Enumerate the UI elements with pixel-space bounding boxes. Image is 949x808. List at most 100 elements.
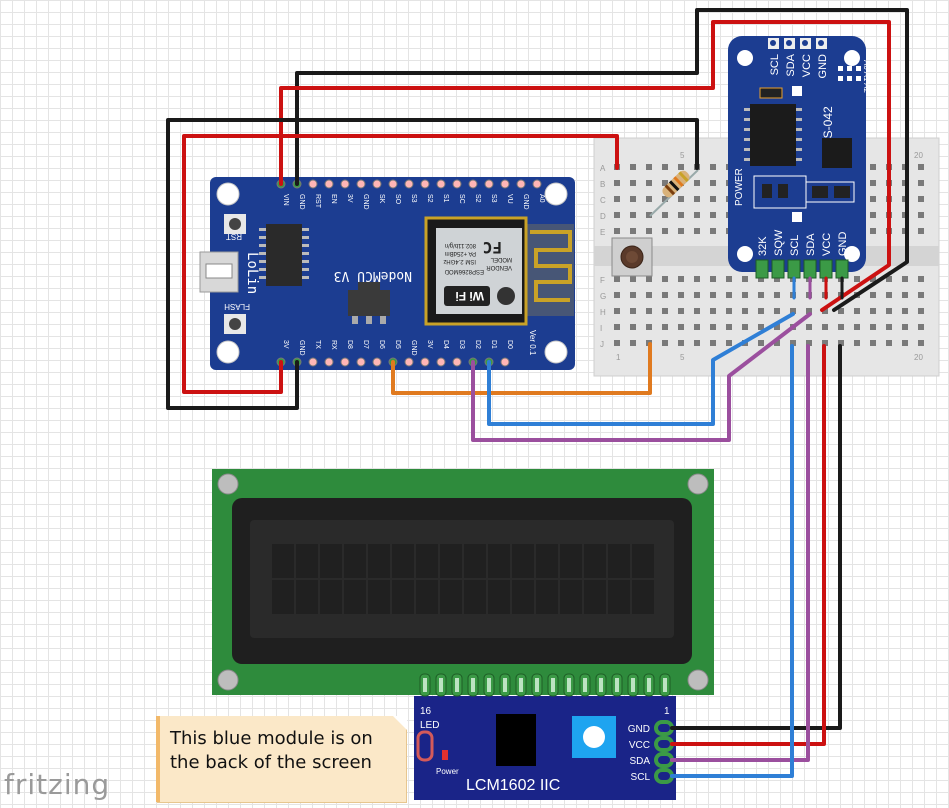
breadboard-hole: [870, 308, 876, 314]
nodemcu-bottom-pin-label: D2: [474, 340, 481, 349]
lcd-char-cell: [440, 544, 462, 578]
breadboard-hole: [758, 324, 764, 330]
breadboard-hole: [742, 292, 748, 298]
nodemcu-top-pin: [436, 179, 446, 189]
module-fc-label: FC: [483, 238, 502, 257]
breadboard-row-I: I: [600, 324, 602, 333]
nodemcu-bottom-pin-label: D4: [442, 340, 449, 349]
breadboard-hole: [678, 228, 684, 234]
i2c-module: 16 1 LED Power LCM1602 IIC GND VCC SDA S…: [414, 673, 676, 800]
nodemcu-bottom-pin-label: D8: [346, 340, 353, 349]
rtc-pin-sqw: SQW: [773, 229, 785, 256]
breadboard-row-H: H: [600, 308, 606, 317]
wifi-label: Wi Fi: [455, 289, 484, 303]
module-model-word: MODEL: [490, 256, 512, 262]
module-std: 802.11b/g/n: [445, 242, 476, 248]
nodemcu-top-pin-label: 3V: [346, 194, 353, 203]
i2c-pin1-label: 1: [664, 706, 670, 717]
header-pin-shine: [535, 678, 539, 692]
breadboard-hole: [918, 212, 924, 218]
brand-label: LoLin: [244, 252, 260, 294]
breadboard-hole: [806, 340, 812, 346]
rtc-top-pin-scl: SCL: [769, 54, 781, 75]
nodemcu-top-pin-label: EN: [330, 194, 337, 204]
breadboard-col-1: 1: [616, 353, 621, 362]
breadboard-hole: [870, 324, 876, 330]
breadboard-hole: [742, 308, 748, 314]
nodemcu-top-pin: [404, 179, 414, 189]
breadboard-hole: [870, 276, 876, 282]
breadboard-hole: [886, 340, 892, 346]
wire-vin-top: [279, 20, 891, 312]
nodemcu-bottom-pin-label: D7: [362, 340, 369, 349]
breadboard-hole: [646, 164, 652, 170]
breadboard-hole: [694, 196, 700, 202]
header-pin-shine: [519, 678, 523, 692]
breadboard-hole: [758, 308, 764, 314]
nodemcu-bottom-pin-label: TX: [314, 340, 321, 349]
module-vendor: VENDOR: [486, 264, 512, 270]
header-pin-shine: [455, 678, 459, 692]
breadboard-hole: [726, 340, 732, 346]
header-pin-shine: [423, 678, 427, 692]
lcd-char-cell: [632, 544, 654, 578]
lcd-char-cell: [320, 580, 342, 614]
i2c-led-label: LED: [420, 720, 439, 731]
nodemcu-bottom-pin: [404, 357, 414, 367]
nodemcu-top-pin-label: SO: [394, 194, 401, 205]
breadboard-hole: [870, 180, 876, 186]
nodemcu-top-pin: [356, 179, 366, 189]
wire-3v-left: [182, 134, 619, 394]
nodemcu-top-pin: [372, 179, 382, 189]
lcd-char-cell: [512, 580, 534, 614]
lcd-char-cell: [536, 580, 558, 614]
breadboard-hole: [678, 308, 684, 314]
breadboard-hole: [838, 308, 844, 314]
breadboard-row-A: A: [600, 164, 606, 173]
module-pa: PA +25dBm: [445, 250, 476, 256]
wire-lcd-sda: [670, 344, 810, 762]
nodemcu-bottom-pin: [372, 357, 382, 367]
header-pin-shine: [647, 678, 651, 692]
breadboard-hole: [758, 340, 764, 346]
breadboard-hole: [902, 340, 908, 346]
breadboard-hole: [630, 324, 636, 330]
breadboard-hole: [662, 292, 668, 298]
lcd-char-cell: [560, 580, 582, 614]
nodemcu-top-pin-label: VU: [506, 194, 513, 204]
i2c-pin-sda: SDA: [629, 756, 650, 767]
rtc-module: SCL SDA VCC GND A0 A1 A2 ZS-042 POWER 32…: [728, 36, 871, 279]
breadboard-hole: [918, 292, 924, 298]
led-jumper-icon: [416, 730, 434, 762]
lcd-char-cell: [344, 580, 366, 614]
lcd-char-cell: [488, 544, 510, 578]
module-model: ESP8266MOD: [444, 268, 484, 274]
breadboard-col-20-top: 20: [914, 151, 923, 160]
breadboard-hole: [646, 180, 652, 186]
breadboard-col-5-top: 5: [680, 151, 685, 160]
lcd-char-cell: [344, 544, 366, 578]
breadboard-hole: [694, 228, 700, 234]
breadboard-hole: [662, 196, 668, 202]
breadboard-hole: [694, 212, 700, 218]
lcd-char-cell: [368, 580, 390, 614]
breadboard-hole: [614, 180, 620, 186]
breadboard-hole: [918, 180, 924, 186]
nodemcu-top-pin-label: GND: [298, 194, 305, 210]
nodemcu-top-pin: [420, 179, 430, 189]
nodemcu-bottom-pin: [452, 357, 462, 367]
nodemcu-bottom-pin: [420, 357, 430, 367]
nodemcu-top-pin: [500, 179, 510, 189]
breadboard-hole: [902, 324, 908, 330]
breadboard-hole: [710, 276, 716, 282]
breadboard-hole: [694, 180, 700, 186]
nodemcu-bottom-pin-label: GND: [410, 340, 417, 356]
breadboard-hole: [678, 340, 684, 346]
breadboard-hole: [886, 308, 892, 314]
nodemcu-bottom-pin: [324, 357, 334, 367]
nodemcu-bottom-pin: [340, 357, 350, 367]
breadboard-hole: [886, 324, 892, 330]
wire-gnd-top: [295, 8, 909, 312]
i2c-pin-scl: SCL: [631, 772, 651, 783]
nodemcu-bottom-pin: [356, 357, 366, 367]
